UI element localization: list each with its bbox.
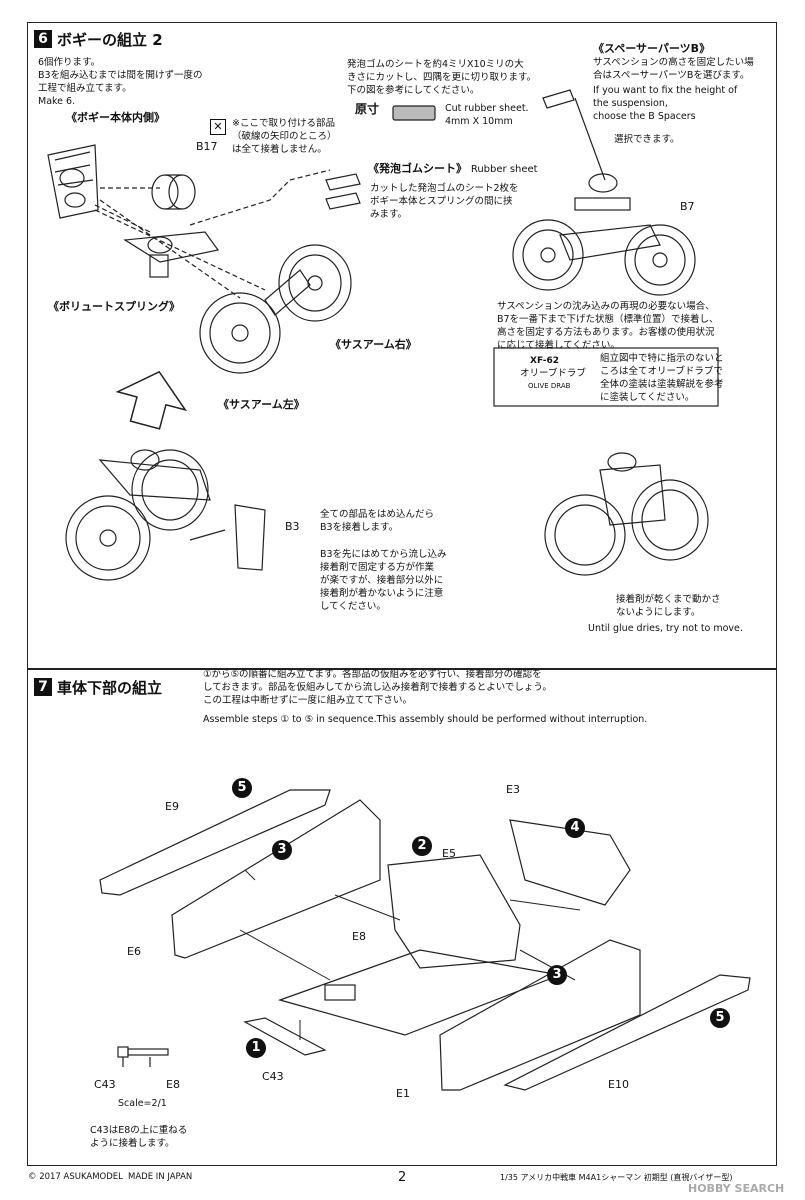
part-c43	[243, 1017, 327, 1056]
step7-text-jp: ①から⑤の順番に組み立てます。各部品の仮組みを必ず行い、接着部分の確認を してお…	[203, 669, 552, 706]
step7-number: 7	[34, 678, 52, 696]
sus-arm-drawing	[199, 244, 352, 374]
circle-4: 4	[565, 818, 585, 838]
footer-page: 2	[398, 1170, 407, 1185]
step6-title: ボギーの組立 2	[57, 31, 163, 49]
bogie-assembled-right	[544, 452, 709, 576]
circle-5-right: 5	[710, 1008, 730, 1028]
no-glue-icon: ✕	[210, 119, 226, 135]
no-glue-note: ※ここで取り付ける部品 （破線の矢印のところ） は全て接着しません。	[232, 118, 337, 155]
scale-drawing	[117, 1046, 169, 1067]
label-e10: E10	[608, 1078, 629, 1091]
label-e9: E9	[165, 800, 179, 813]
dashed-arrows	[94, 169, 331, 299]
label-e3: E3	[506, 783, 520, 796]
rubber-label-jp: 《発泡ゴムシート》	[368, 162, 467, 175]
step7-text-en: Assemble steps ① to ⑤ in sequence.This a…	[203, 714, 648, 725]
step6-intro: 6個作ります。 B3を組み込むまでは間を開けず一度の 工程で組み立てます。	[38, 57, 203, 94]
step6-intro-en: Make 6.	[38, 96, 76, 107]
watermark: HOBBY SEARCH	[688, 1182, 785, 1195]
rubber-sample	[392, 105, 436, 121]
bogie-assembled-left	[65, 449, 266, 581]
footer-product: 1/35 アメリカ中戦車 M4A1シャーマン 初期型 (直視バイザー型)	[500, 1173, 733, 1182]
spacer-text-en: If you want to fix the height of the sus…	[593, 85, 738, 122]
label-b17: B17	[196, 140, 218, 153]
part-e6	[171, 799, 381, 959]
step6-number: 6	[34, 30, 52, 48]
scale-text: Scale=2/1	[118, 1098, 167, 1109]
label-e5: E5	[442, 847, 456, 860]
label-e6: E6	[127, 945, 141, 958]
circle-1: 1	[246, 1038, 266, 1058]
spacer-b	[542, 89, 575, 109]
circle-3-right: 3	[547, 965, 567, 985]
rubber-sheet-label: 《発泡ゴムシート》 Rubber sheet	[368, 162, 538, 176]
glue-text-jp: 接着剤が乾くまで動かさ ないようにします。	[616, 594, 721, 618]
label-arm-left: 《サスアーム左》	[218, 398, 305, 411]
paint-note-box	[493, 347, 719, 407]
b3-text-2: B3を先にはめてから流し込み 接着剤で固定する方が作業 が楽ですが、接着部分以外…	[320, 549, 447, 612]
label-e1: E1	[396, 1087, 410, 1100]
label-c43: C43	[262, 1070, 284, 1083]
paint-en: OLIVE DRAB	[528, 382, 571, 390]
label-b7: B7	[680, 200, 695, 213]
label-e8: E8	[352, 930, 366, 943]
rubber-sheets	[325, 173, 361, 210]
label-b3: B3	[285, 520, 300, 533]
circle-5-top: 5	[232, 778, 252, 798]
bogie-inner-drawing	[47, 144, 99, 219]
footer-copyright: © 2017 ASUKAMODEL	[28, 1172, 123, 1182]
cut-rubber-en: Cut rubber sheet. 4mm X 10mm	[445, 103, 529, 127]
volute-spring-drawing	[123, 231, 220, 278]
label-inner: 《ボギー本体内側》	[66, 111, 165, 124]
part-e5	[387, 854, 521, 969]
rubber-place-text: カットした発泡ゴムのシート2枚を ボギー本体とスプリングの間に挟 みます。	[370, 183, 519, 220]
rubber-label-en: Rubber sheet	[470, 164, 538, 175]
label-arm-right: 《サスアーム右》	[330, 338, 417, 351]
paint-note: 組立図中で特に指示のないと ころは全てオリーブドラブで 全体の塗装は塗装解説を参…	[600, 353, 724, 403]
glue-text-en: Until glue dries, try not to move.	[588, 623, 743, 634]
c43-text: C43はE8の上に重ねる ように接着します。	[90, 1125, 188, 1149]
part-e1	[439, 939, 641, 1091]
bogie-b7-drawing	[512, 173, 696, 296]
scale-label-c43: C43	[94, 1078, 116, 1091]
part-e3	[509, 819, 631, 906]
rubber-cut-text: 発泡ゴムのシートを約4ミリX10ミリの大 きさにカットし、四隅を更に切り取ります…	[347, 59, 537, 96]
spacer-text-jp: サスペンションの高さを固定したい場 合はスペーサーパーツBを選びます。	[593, 57, 754, 81]
part-e8	[278, 949, 563, 1036]
step7-frame	[27, 669, 777, 1166]
circle-2: 2	[412, 836, 432, 856]
b17-roller-drawing	[151, 174, 196, 210]
paint-name: オリーブドラブ	[520, 368, 586, 379]
paint-code: XF-62	[530, 356, 560, 366]
part-e10	[503, 974, 751, 1091]
step6-frame	[27, 22, 777, 669]
part-e9	[99, 789, 331, 896]
spacer-label: 《スペーサーパーツB》	[593, 42, 711, 55]
step7-title: 車体下部の組立	[57, 679, 163, 697]
choose-text: 選択できます。	[614, 134, 680, 145]
label-volute: 《ボリュートスプリング》	[48, 300, 180, 313]
suspension-text: サスペンションの沈み込みの再現の必要ない場合、 B7を一番下まで下げた状態（標準…	[497, 301, 719, 351]
scale-label-e8: E8	[166, 1078, 180, 1091]
b3-text: 全ての部品をはめ込んだら B3を接着します。	[320, 509, 435, 533]
actual-size-label: 原寸	[355, 102, 380, 116]
footer-made: MADE IN JAPAN	[128, 1172, 193, 1182]
circle-3-left: 3	[272, 840, 292, 860]
